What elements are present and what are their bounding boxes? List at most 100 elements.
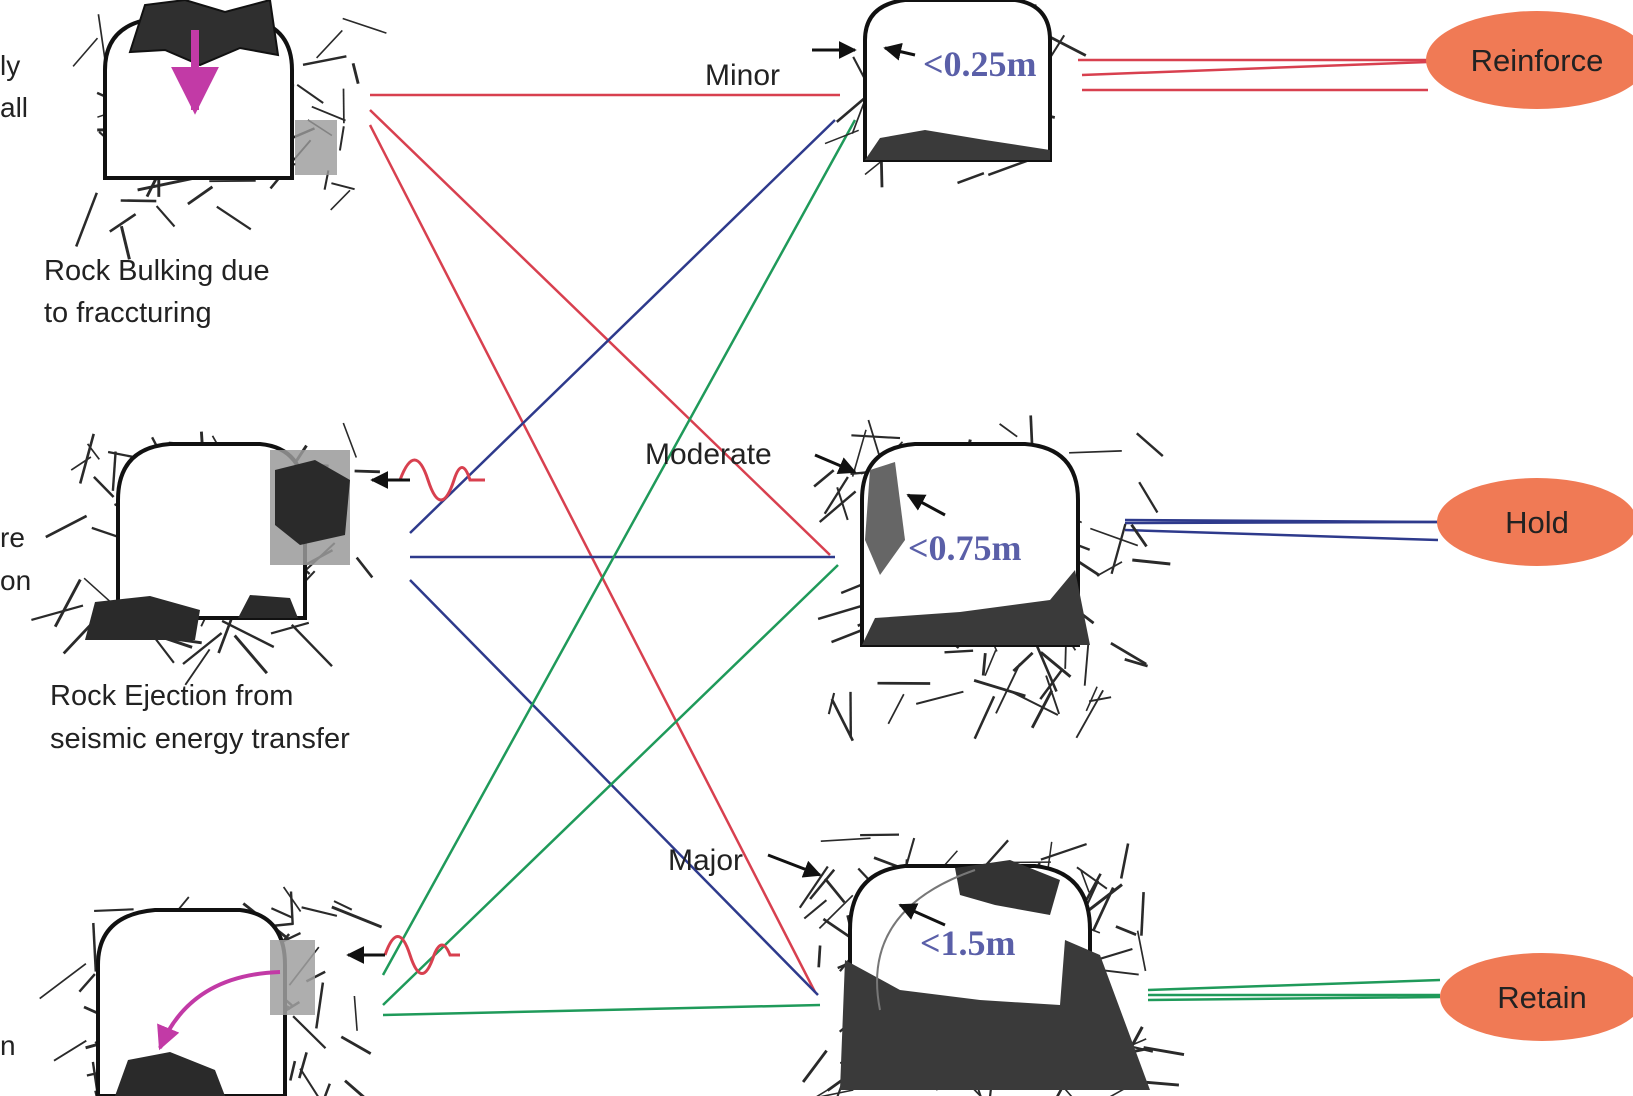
- fracture-stroke: [157, 206, 175, 226]
- fracture-stroke: [353, 63, 358, 83]
- fracture-stroke: [357, 558, 373, 578]
- fracture-stroke: [31, 606, 83, 620]
- fracture-stroke: [974, 680, 1025, 696]
- fracture-stroke: [814, 470, 834, 486]
- displacement-label-major: <1.5m: [920, 923, 1016, 963]
- seismic-wave-icon: [348, 937, 460, 974]
- fracture-stroke: [300, 1069, 321, 1096]
- caption-bulking-2: to fraccturing: [44, 297, 212, 329]
- fracture-stroke: [108, 452, 135, 457]
- fracture-stroke: [355, 471, 380, 472]
- fracture-stroke: [54, 1041, 86, 1061]
- fracture-stroke: [1069, 451, 1122, 453]
- side-label-ejection-2: on: [0, 565, 31, 596]
- fracture-stroke: [804, 900, 826, 918]
- fracture-stroke: [113, 452, 116, 491]
- fracture-stroke: [988, 160, 1028, 175]
- fracture-stroke: [316, 983, 323, 1029]
- fracture-stroke: [1132, 525, 1147, 547]
- fracture-stroke: [821, 838, 871, 841]
- connection-major-to-reinforce: [1148, 980, 1440, 990]
- fracture-stroke: [40, 964, 86, 999]
- fracture-stroke: [851, 435, 900, 438]
- side-label-bulking-2: all: [0, 92, 28, 123]
- fracture-stroke: [820, 491, 856, 522]
- fracture-stroke: [1076, 690, 1103, 738]
- fracture-stroke: [1086, 687, 1097, 711]
- fracture-stroke: [1097, 562, 1122, 576]
- fracture-stroke: [302, 907, 337, 916]
- function-label-retain: Retain: [1497, 980, 1587, 1015]
- fracture-stroke: [345, 1081, 380, 1096]
- fracture-stroke: [76, 193, 97, 247]
- fracture-stroke: [291, 892, 293, 925]
- severity-label-moderate: Moderate: [645, 438, 772, 471]
- fracture-stroke: [1121, 844, 1128, 879]
- fracture-stroke: [958, 173, 984, 183]
- fracture-stroke: [341, 1037, 370, 1054]
- severity-label-minor: Minor: [705, 59, 780, 92]
- fracture-stroke: [271, 623, 309, 634]
- fracture-stroke: [317, 30, 343, 58]
- connection-bulking-to-major: [370, 125, 815, 992]
- function-label-hold: Hold: [1505, 505, 1569, 540]
- fracture-stroke: [916, 692, 963, 704]
- fracture-stroke: [1077, 867, 1107, 888]
- fracture-stroke: [318, 1084, 330, 1096]
- fracture-stroke: [340, 126, 344, 150]
- fracture-stroke: [292, 625, 332, 666]
- connection-fall-to-minor: [383, 120, 855, 975]
- side-label-fall-1: n: [0, 1030, 16, 1061]
- fracture-stroke: [1139, 482, 1157, 512]
- side-label-bulking-1: ly: [0, 50, 20, 81]
- fracture-stroke: [297, 85, 323, 103]
- fracture-stroke: [79, 974, 95, 992]
- fracture-stroke: [94, 909, 134, 911]
- fracture-stroke: [188, 187, 213, 204]
- fracture-stroke: [1103, 970, 1139, 974]
- fracture-stroke: [837, 99, 864, 122]
- fracture-stroke: [343, 19, 387, 34]
- fracture-stroke: [290, 1061, 295, 1080]
- fracture-stroke: [945, 651, 974, 653]
- severity-label-major: Major: [668, 844, 743, 877]
- fracture-stroke: [975, 696, 994, 738]
- function-label-reinforce: Reinforce: [1471, 43, 1604, 78]
- connection-fall-to-moderate: [383, 565, 838, 1005]
- severity-moderate: Moderate <0.75m: [645, 415, 1170, 740]
- fracture-stroke: [1013, 653, 1032, 671]
- fracture-stroke: [1000, 424, 1018, 437]
- fracture-stroke: [819, 895, 852, 928]
- fracture-stroke: [888, 694, 904, 724]
- fracture-stroke: [1116, 927, 1136, 935]
- severity-major: Major <1.5m: [668, 835, 1184, 1096]
- connection-major-to-retain: [1148, 997, 1440, 1000]
- fracture-stroke: [792, 1088, 831, 1096]
- connection-fall-to-major: [383, 1005, 820, 1015]
- fracture-stroke: [881, 162, 882, 188]
- fracture-stroke: [985, 650, 996, 675]
- fracture-stroke: [93, 923, 96, 972]
- fracture-stroke: [303, 56, 346, 65]
- fracture-stroke: [1138, 931, 1146, 971]
- function-reinforce: Reinforce: [1426, 11, 1633, 109]
- side-label-ejection-1: re: [0, 522, 25, 553]
- connection-moderate-to-retain: [1125, 530, 1438, 540]
- fracture-stroke: [819, 946, 820, 968]
- fracture-stroke: [46, 516, 87, 537]
- function-retain: Retain: [1440, 953, 1633, 1041]
- fracture-stroke: [1137, 433, 1163, 456]
- mechanism-bulking: [73, 0, 386, 259]
- fracture-stroke: [55, 580, 80, 627]
- fracture-stroke: [825, 879, 844, 903]
- connection-minor-to-hold: [1082, 62, 1428, 75]
- fracture-stroke: [983, 653, 985, 675]
- fracture-stroke: [71, 457, 91, 470]
- displacement-label-minor: <0.25m: [923, 44, 1037, 84]
- fracture-stroke: [1041, 844, 1087, 860]
- displacement-label-moderate: <0.75m: [908, 528, 1022, 568]
- fracture-stroke: [94, 477, 114, 497]
- fracture-stroke: [1085, 644, 1089, 686]
- fracture-stroke: [1035, 641, 1057, 691]
